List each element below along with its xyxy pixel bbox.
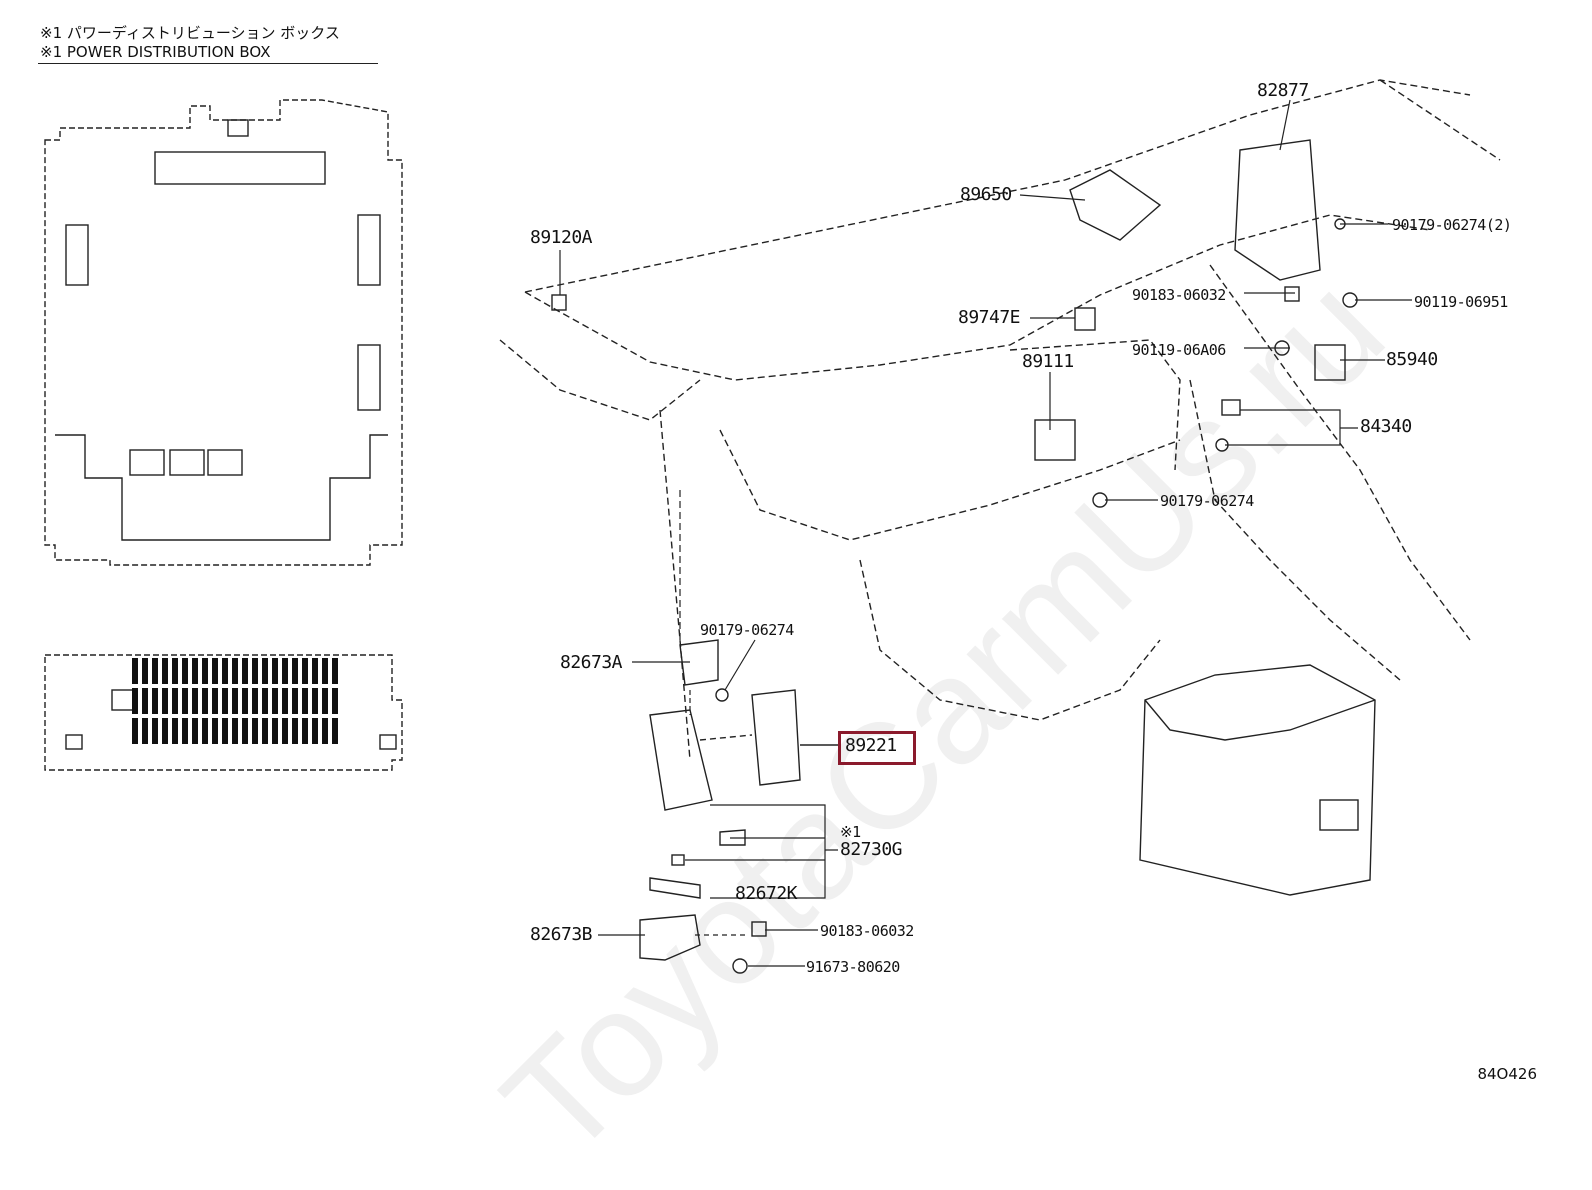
fuse-slot: [162, 658, 168, 684]
fuse-slot: [312, 718, 318, 744]
fuse-slot: [312, 658, 318, 684]
fuse-slot: [242, 658, 248, 684]
part-label-89221[interactable]: 89221: [845, 735, 897, 756]
fuse-slot: [282, 688, 288, 714]
small-parts: [551, 139, 1358, 974]
instrument-panel: [499, 79, 1501, 761]
fuse-slot: [302, 718, 308, 744]
fuse-slot: [172, 688, 178, 714]
fuse-slot: [292, 718, 298, 744]
part-label-82672k[interactable]: 82672K: [735, 883, 798, 904]
fuse-slot: [242, 718, 248, 744]
part-label-90119-06a06[interactable]: 90119-06A06: [1132, 341, 1226, 359]
fuse-slot: [142, 658, 148, 684]
power-distribution-box-top-view: [44, 99, 403, 566]
fuse-slot: [272, 688, 278, 714]
fuse-slot: [262, 688, 268, 714]
fuse-slot: [192, 658, 198, 684]
part-label-82877[interactable]: 82877: [1257, 80, 1309, 101]
fuse-slot: [152, 658, 158, 684]
fuse-slot: [212, 658, 218, 684]
fuse-slot: [292, 658, 298, 684]
fuse-slot: [282, 658, 288, 684]
fuse-slot: [192, 718, 198, 744]
fuse-slot: [232, 688, 238, 714]
fuse-slot: [182, 718, 188, 744]
fuse-slot: [252, 718, 258, 744]
fuse-slot: [212, 688, 218, 714]
fuse-slot: [182, 688, 188, 714]
part-label-85940[interactable]: 85940: [1386, 349, 1438, 370]
fuse-slot: [322, 718, 328, 744]
fuse-slot: [302, 658, 308, 684]
fuse-slot: [212, 718, 218, 744]
fuse-slot: [142, 718, 148, 744]
fuse-slot: [202, 658, 208, 684]
fuse-slot: [332, 658, 338, 684]
fuse-slot: [252, 658, 258, 684]
fuse-slot: [152, 688, 158, 714]
part-label-90179-06274-2[interactable]: 90179-06274(2): [1392, 216, 1512, 234]
fuse-slot: [272, 718, 278, 744]
fuse-slot: [152, 718, 158, 744]
fuse-slot: [172, 718, 178, 744]
part-label-82730g[interactable]: 82730G: [840, 839, 903, 860]
part-label-82673a[interactable]: 82673A: [560, 652, 623, 673]
fuse-slot: [202, 688, 208, 714]
fuse-slot: [302, 688, 308, 714]
fuse-slot: [232, 718, 238, 744]
fuse-slot: [322, 688, 328, 714]
fuse-slot: [282, 718, 288, 744]
console-box: [1139, 664, 1376, 896]
fuse-slot: [222, 658, 228, 684]
fuse-slot: [132, 658, 138, 684]
part-label-90183-06032-top[interactable]: 90183-06032: [1132, 286, 1226, 304]
highlighted-part-box: [838, 731, 916, 765]
fuse-slot: [292, 688, 298, 714]
fuse-slot: [222, 688, 228, 714]
fuse-slot: [142, 688, 148, 714]
parts-diagram: ToyotaCarmUs.ru ※1 パワーディストリビューション ボックス ※…: [38, 24, 1537, 1188]
fuse-slot: [322, 658, 328, 684]
fuse-slot: [242, 688, 248, 714]
fuse-grid: [132, 658, 338, 744]
fuse-slot: [232, 658, 238, 684]
fuse-slot: [272, 658, 278, 684]
part-label-84340[interactable]: 84340: [1360, 416, 1412, 437]
fuse-slot: [132, 688, 138, 714]
fuse-slot: [162, 688, 168, 714]
fuse-slot: [172, 658, 178, 684]
fuse-slot: [252, 688, 258, 714]
fuse-slot: [192, 688, 198, 714]
part-label-82673b[interactable]: 82673B: [530, 924, 593, 945]
fuse-slot: [162, 718, 168, 744]
header-japanese: ※1 パワーディストリビューション ボックス: [40, 24, 340, 42]
fuse-slot: [222, 718, 228, 744]
diagram-drawing: [44, 79, 1501, 974]
header-english: ※1 POWER DISTRIBUTION BOX: [40, 43, 271, 61]
part-label-90179-06274-left[interactable]: 90179-06274: [700, 621, 794, 639]
fuse-slot: [182, 658, 188, 684]
part-label-90179-06274-mid[interactable]: 90179-06274: [1160, 492, 1254, 510]
part-label-91673-80620[interactable]: 91673-80620: [806, 958, 900, 976]
control-module: [649, 689, 838, 811]
fuse-slot: [132, 718, 138, 744]
note-star-1: ※1: [840, 823, 861, 841]
fuse-slot: [262, 658, 268, 684]
part-label-89747e[interactable]: 89747E: [958, 307, 1021, 328]
part-label-90119-06951[interactable]: 90119-06951: [1414, 293, 1508, 311]
part-label-89650[interactable]: 89650: [960, 184, 1012, 205]
header-underline: [38, 63, 378, 64]
fuse-slot: [332, 718, 338, 744]
part-label-89120a[interactable]: 89120A: [530, 227, 593, 248]
fuse-slot: [262, 718, 268, 744]
illustration-number: 84O426: [1477, 1065, 1537, 1083]
fuse-slot: [332, 688, 338, 714]
part-label-90183-06032-bot[interactable]: 90183-06032: [820, 922, 914, 940]
part-label-89111[interactable]: 89111: [1022, 351, 1074, 372]
leader-lines: [559, 99, 1412, 967]
fuse-slot: [312, 688, 318, 714]
fuse-slot: [202, 718, 208, 744]
